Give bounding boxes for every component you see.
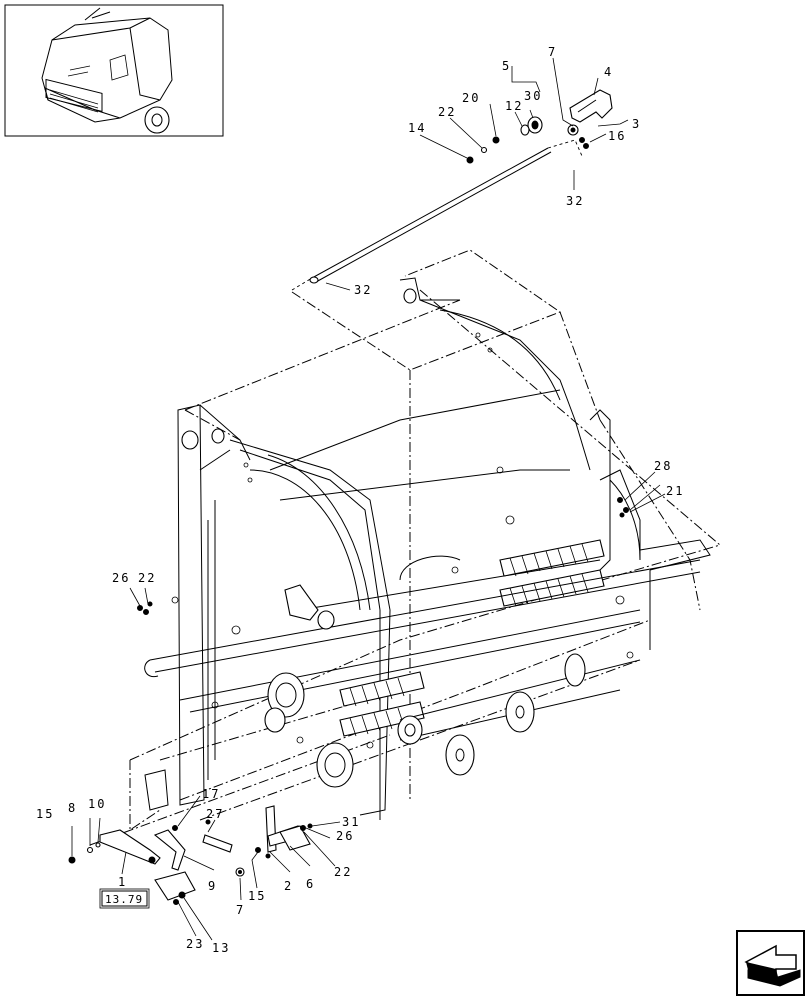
- callout-17: 17: [202, 787, 220, 801]
- callout-15: 15: [36, 807, 54, 821]
- callout-10: 10: [88, 797, 106, 811]
- callout-26: 26: [112, 571, 130, 585]
- callout-8: 8: [68, 801, 77, 815]
- upper-rod-assembly: [291, 89, 613, 291]
- callout-23: 23: [186, 937, 204, 951]
- callout-6: 6: [306, 877, 315, 891]
- callout-3: 3: [632, 117, 641, 131]
- callout-12: 12: [505, 99, 523, 113]
- reference-box[interactable]: 13.79: [99, 888, 150, 909]
- callout-7: 7: [236, 903, 245, 917]
- callout-32: 32: [354, 283, 372, 297]
- callout-16: 16: [608, 129, 626, 143]
- callout-20: 20: [462, 91, 480, 105]
- callout-28: 28: [654, 459, 672, 473]
- leader-lines: [71, 57, 666, 941]
- baler-overview-thumbnail: [4, 4, 224, 137]
- callout-9: 9: [208, 879, 217, 893]
- callout-5: 5: [502, 59, 511, 73]
- callout-labels: 7 4 5 12 30 20 22 14 3 16 32 32 28 21 26…: [36, 45, 684, 955]
- callout-27: 27: [206, 807, 224, 821]
- roller-set: [339, 539, 605, 737]
- callout-22: 22: [334, 865, 352, 879]
- callout-22: 22: [438, 105, 456, 119]
- callout-32: 32: [566, 194, 584, 208]
- callout-1: 1: [118, 875, 127, 889]
- callout-30: 30: [524, 89, 542, 103]
- callout-26: 26: [336, 829, 354, 843]
- callout-22: 22: [138, 571, 156, 585]
- machine-body: [144, 277, 711, 820]
- previous-page-arrow-icon[interactable]: [736, 930, 805, 996]
- callout-7: 7: [548, 45, 557, 59]
- callout-4: 4: [604, 65, 613, 79]
- callout-13: 13: [212, 941, 230, 955]
- machine-frame-phantom: [89, 249, 721, 846]
- callout-31: 31: [342, 815, 360, 829]
- callout-21: 21: [666, 484, 684, 498]
- reference-box-label: 13.79: [105, 893, 143, 906]
- callout-2: 2: [284, 879, 293, 893]
- callout-15: 15: [248, 889, 266, 903]
- callout-14: 14: [408, 121, 426, 135]
- lower-linkage-parts: [68, 497, 629, 905]
